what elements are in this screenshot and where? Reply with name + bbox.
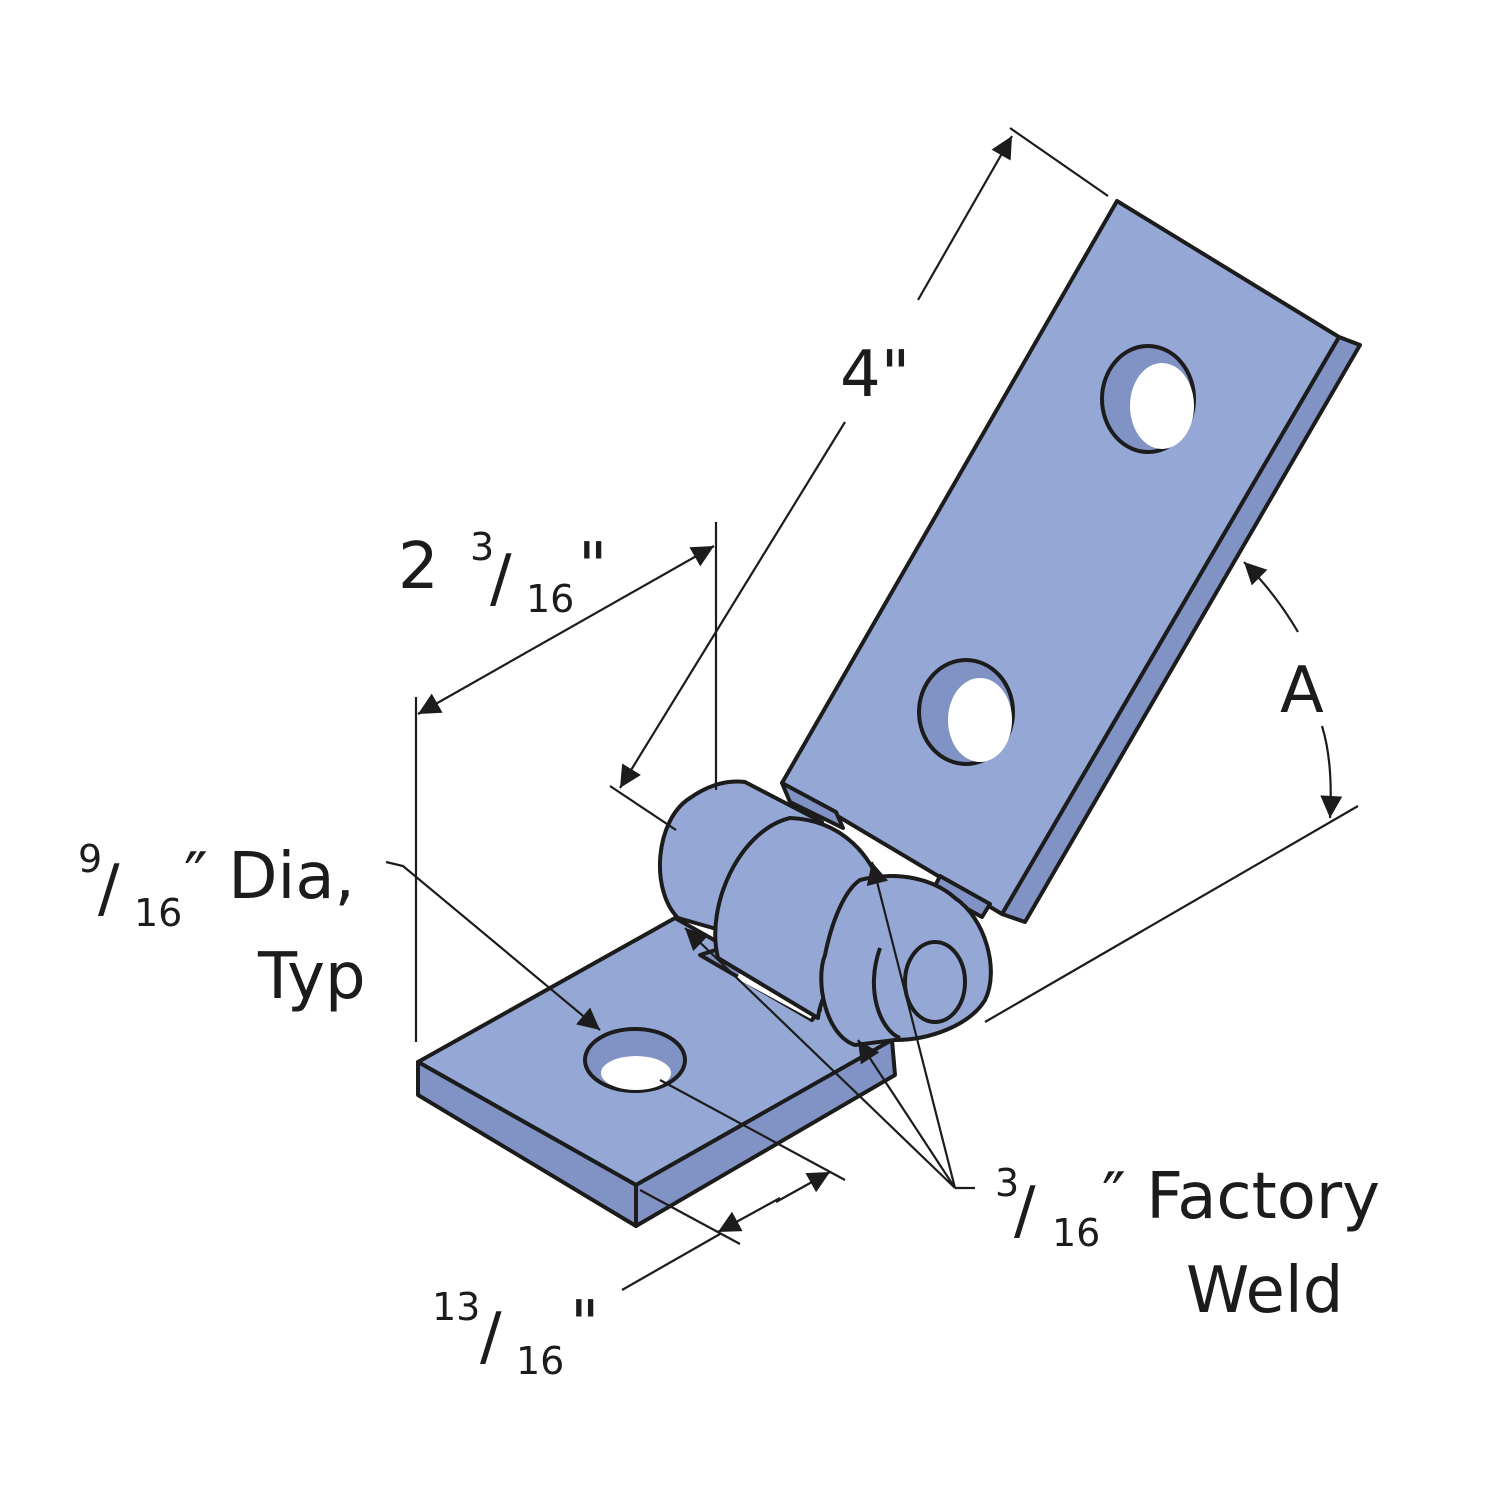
dimension-4in: 4" [609, 127, 1109, 831]
upper-plate-face [780, 199, 1341, 916]
hole-slash: / [98, 852, 120, 926]
weld-text-2: Weld [1186, 1254, 1343, 1328]
lower-hole [583, 1027, 687, 1093]
upper-notch [780, 781, 845, 830]
hole-text-2: Typ [257, 940, 366, 1014]
edge-num: 13 [432, 1285, 480, 1329]
edge-den: 16 [516, 1339, 564, 1383]
upper-hole-bottom [917, 658, 1015, 766]
width-inch: " [578, 530, 607, 604]
upper-plate [780, 199, 1362, 924]
callout-factory-weld: 3 / 16 ″ Factory Weld [684, 861, 1380, 1328]
dimension-angle-a: A [984, 561, 1359, 1023]
dimension-13-16in: 13 / 16 " [432, 1079, 846, 1383]
lower-plate-end [634, 1038, 897, 1228]
callout-hole-diameter: 9 / 16 ″ Dia, Typ [78, 837, 601, 1031]
pin-end [903, 940, 967, 1024]
hole-text: ″ Dia, [184, 840, 355, 914]
hole-den: 16 [134, 891, 182, 935]
width-whole: 2 [398, 530, 439, 604]
width-num: 3 [470, 525, 494, 569]
upper-hole-top [1100, 344, 1196, 454]
hinge-knuckles [658, 779, 993, 1047]
edge-inch: " [570, 1288, 599, 1362]
weld-text: ″ Factory [1102, 1160, 1380, 1234]
weld-slash: / [1014, 1174, 1036, 1248]
hole-num: 9 [78, 837, 102, 881]
edge-slash: / [480, 1300, 502, 1374]
dimension-2-3-16in: 2 3 / 16 " [398, 522, 718, 1042]
dimension-4in-label: 4" [840, 338, 910, 412]
width-slash: / [490, 542, 512, 616]
angle-label: A [1280, 654, 1324, 728]
weld-den: 16 [1052, 1211, 1100, 1255]
width-den: 16 [526, 577, 574, 621]
weld-num: 3 [995, 1161, 1019, 1205]
